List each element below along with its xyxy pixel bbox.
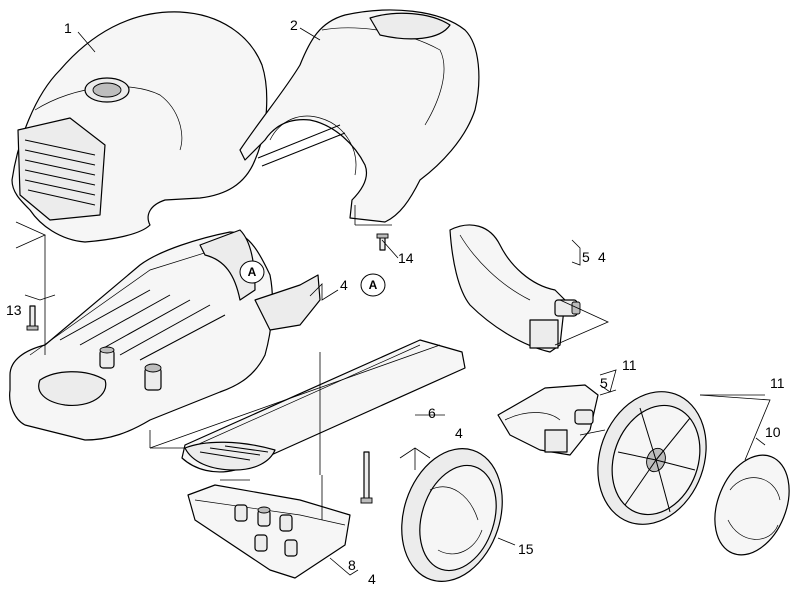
callout-11-right: 11 — [770, 375, 785, 391]
callout-8: 8 — [348, 557, 356, 573]
callout-14: 14 — [398, 250, 414, 266]
part-2-upper-housing — [239, 9, 480, 223]
part-5-upper-bracket — [449, 224, 581, 353]
base-frame — [9, 229, 321, 441]
part-10-hubcap — [714, 454, 790, 556]
reference-marker-a-1: A — [239, 260, 265, 284]
part-14-screw — [376, 233, 389, 251]
callout-15: 15 — [518, 541, 534, 557]
callout-4-handle: 4 — [455, 425, 463, 441]
callout-11-upper: 11 — [622, 357, 637, 373]
callout-4-base: 4 — [340, 277, 348, 293]
callout-1: 1 — [64, 20, 72, 36]
part-13-screw — [26, 305, 39, 331]
part-8-bottom-tray — [187, 484, 351, 579]
callout-13: 13 — [6, 302, 22, 318]
leader-lines — [15, 27, 771, 576]
callout-6: 6 — [428, 405, 436, 421]
callout-2: 2 — [290, 17, 298, 33]
part-1-top-cover — [11, 11, 268, 243]
part-5-lower-bracket — [497, 384, 599, 456]
reference-marker-a-2-label: A — [369, 278, 378, 292]
callout-5-upper: 5 — [582, 249, 590, 265]
reference-marker-a-2: A — [360, 273, 386, 297]
part-6-handle — [181, 339, 466, 473]
callout-4-tray: 4 — [368, 571, 376, 587]
part-15-wheel — [401, 448, 503, 582]
callout-10: 10 — [765, 424, 781, 440]
axle-pin — [360, 451, 373, 504]
callout-5-lower: 5 — [600, 375, 608, 391]
callout-4-upper-bracket: 4 — [598, 249, 606, 265]
callout-labels: 1 2 4 5 4 14 13 11 5 6 4 11 10 15 8 4 — [6, 17, 785, 587]
part-11-wheel-spoked — [597, 391, 707, 525]
reference-marker-a-1-label: A — [248, 265, 257, 279]
